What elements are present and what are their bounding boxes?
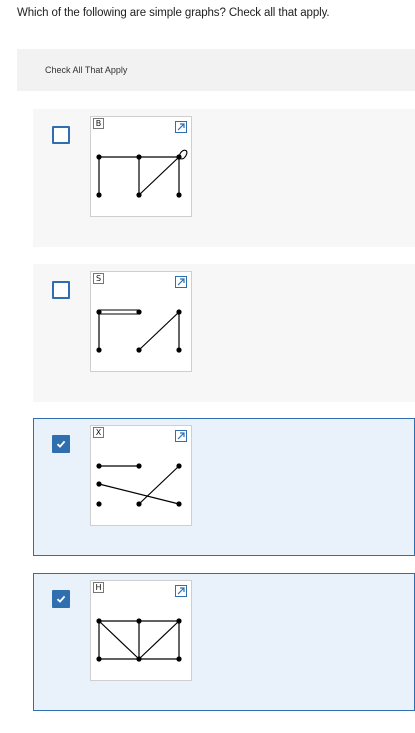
expand-icon[interactable]	[175, 585, 187, 597]
option-b-checkbox[interactable]	[52, 126, 70, 144]
option-x[interactable]: X	[33, 418, 415, 556]
graph-label-x: X	[93, 427, 104, 438]
graph-card-x: X	[90, 425, 192, 526]
option-s[interactable]: S	[33, 264, 415, 402]
graph-card-s: S	[90, 271, 192, 372]
checkmark-icon	[56, 440, 66, 448]
graph-label-b: B	[93, 118, 104, 129]
checkmark-icon	[56, 595, 66, 603]
expand-icon[interactable]	[175, 121, 187, 133]
instruction-text: Check All That Apply	[45, 65, 128, 75]
option-s-checkbox[interactable]	[52, 281, 70, 299]
question-text: Which of the following are simple graphs…	[17, 7, 330, 19]
option-b[interactable]: B	[33, 109, 415, 247]
graph-card-b: B	[90, 116, 192, 217]
graph-h	[96, 618, 182, 662]
graph-card-h: H	[90, 580, 192, 681]
graph-s	[96, 309, 182, 353]
graph-b	[96, 149, 188, 198]
expand-icon[interactable]	[175, 276, 187, 288]
option-h[interactable]: H	[33, 573, 415, 711]
graph-label-h: H	[93, 582, 104, 593]
graph-x	[96, 463, 182, 507]
expand-icon[interactable]	[175, 430, 187, 442]
instruction-bar: Check All That Apply	[17, 49, 415, 91]
graph-label-s: S	[93, 273, 104, 284]
option-h-checkbox[interactable]	[52, 590, 70, 608]
option-x-checkbox[interactable]	[52, 435, 70, 453]
